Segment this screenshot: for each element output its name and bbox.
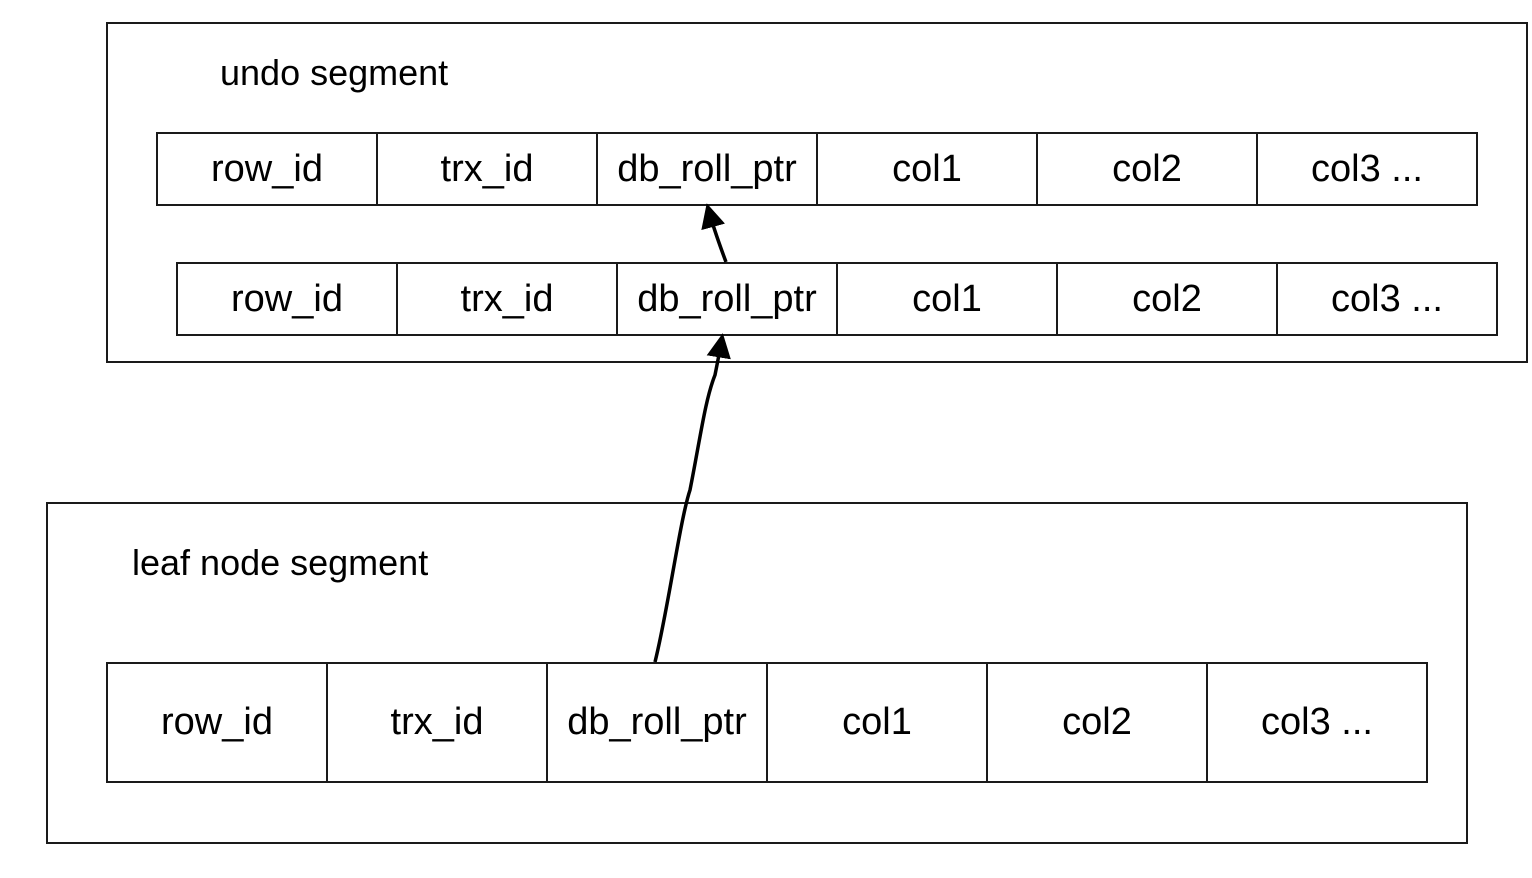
leaf-record-col1: col1 [768, 664, 988, 781]
leaf-record-col2: col2 [988, 664, 1208, 781]
undo-record-1: row_id trx_id db_roll_ptr col1 col2 col3… [156, 132, 1478, 206]
leaf-record-row-id: row_id [108, 664, 328, 781]
undo-record-1-col3: col3 ... [1311, 147, 1423, 190]
undo-record-2-col3: col3 ... [1331, 277, 1443, 320]
undo-segment-title: undo segment [220, 52, 449, 93]
undo-record-1-col1: col1 [818, 134, 1038, 204]
undo-record-2-col1: col1 [838, 264, 1058, 334]
undo-record-1-trx-id: trx_id [378, 134, 598, 204]
undo-segment [106, 22, 1528, 363]
leaf-record: row_id trx_id db_roll_ptr col1 col2 col3… [106, 662, 1428, 783]
leaf-record-trx-id: trx_id [328, 664, 548, 781]
leaf-record-db-roll-ptr: db_roll_ptr [548, 664, 768, 781]
leaf-node-segment-title: leaf node segment [132, 542, 429, 583]
undo-record-2-row-id: row_id [178, 264, 398, 334]
undo-record-1-row-id: row_id [158, 134, 378, 204]
undo-record-2-col2: col2 [1058, 264, 1278, 334]
undo-record-1-db-roll-ptr: db_roll_ptr [598, 134, 818, 204]
undo-record-2: row_id trx_id db_roll_ptr col1 col2 col3… [176, 262, 1498, 336]
undo-record-1-col2: col2 [1038, 134, 1258, 204]
leaf-record-col3: col3 ... [1261, 701, 1373, 743]
undo-record-2-trx-id: trx_id [398, 264, 618, 334]
leaf-node-segment [46, 502, 1468, 844]
undo-record-2-db-roll-ptr: db_roll_ptr [618, 264, 838, 334]
